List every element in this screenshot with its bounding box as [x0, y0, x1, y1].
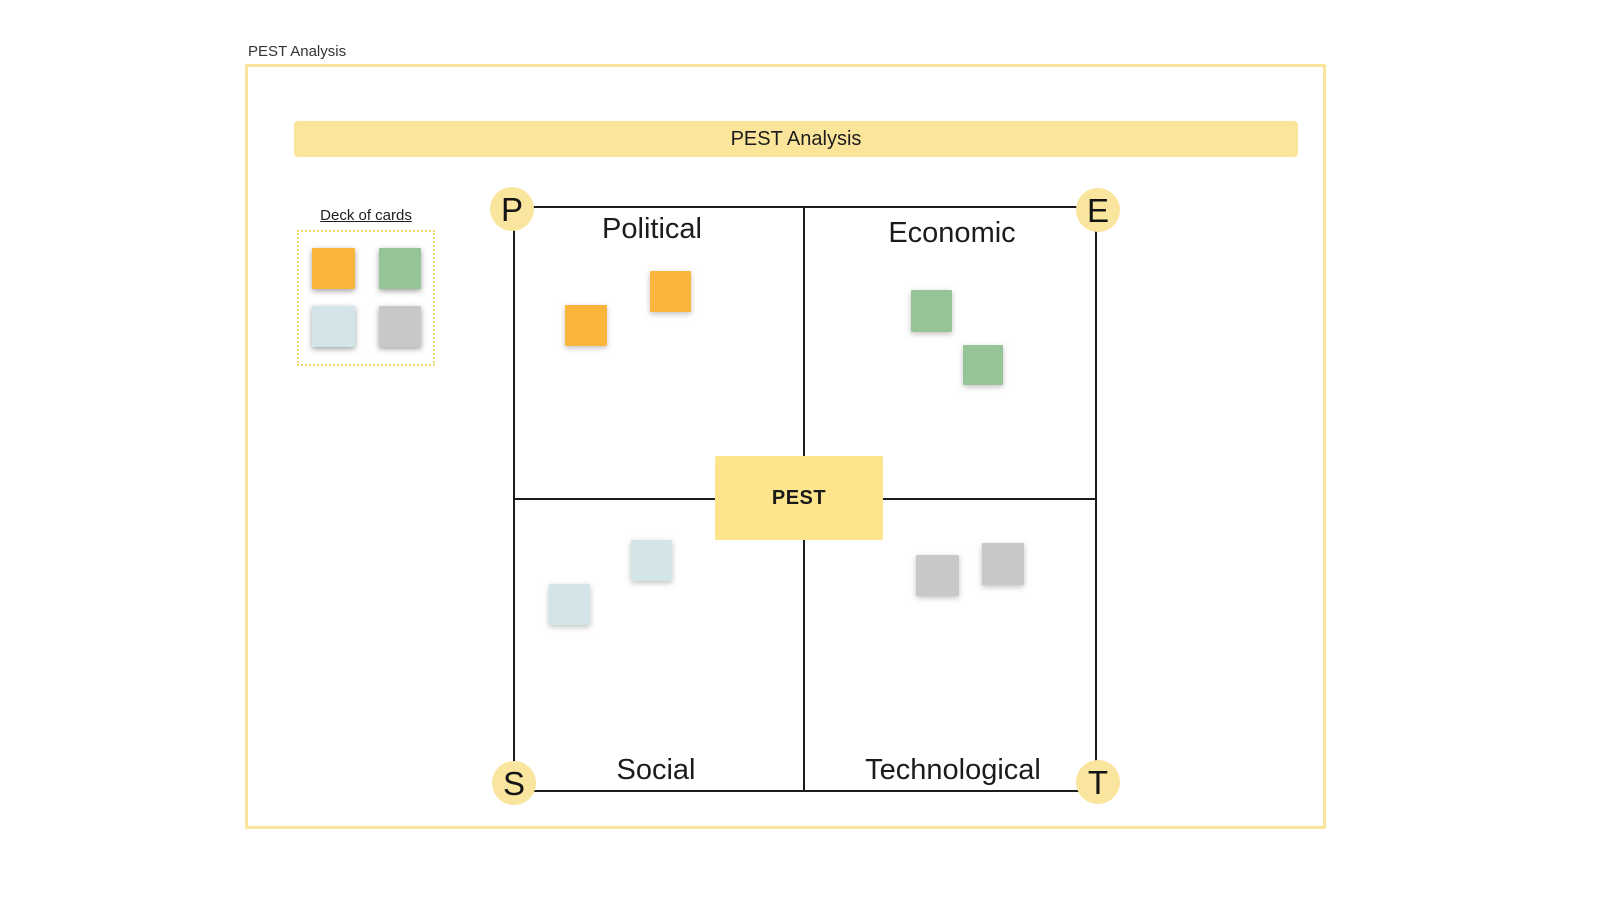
sticky-note-green-economic[interactable]: [911, 290, 952, 332]
sticky-note-orange-political[interactable]: [565, 305, 607, 346]
whiteboard-canvas: PEST Analysis Deck of cards Political Ec…: [245, 64, 1326, 829]
corner-badge-s: S: [492, 761, 536, 805]
corner-badge-e: E: [1076, 188, 1120, 232]
pest-center-box: PEST: [715, 456, 883, 540]
sticky-note-gray-technological[interactable]: [982, 543, 1024, 585]
sticky-note-green-economic[interactable]: [963, 345, 1003, 385]
deck-card-gray[interactable]: [379, 306, 421, 347]
deck-card-blue[interactable]: [312, 306, 355, 347]
sticky-note-blue-social[interactable]: [631, 540, 672, 581]
quadrant-label-economic: Economic: [888, 217, 1016, 249]
sticky-note-orange-political[interactable]: [650, 271, 691, 312]
corner-badge-t: T: [1076, 760, 1120, 804]
deck-card-green[interactable]: [379, 248, 421, 289]
sticky-note-gray-technological[interactable]: [916, 555, 959, 596]
quadrant-label-social: Social: [616, 754, 696, 786]
deck-card-orange[interactable]: [312, 248, 355, 289]
corner-badge-p: P: [490, 187, 534, 231]
quadrant-label-political: Political: [602, 213, 702, 245]
deck-of-cards: [297, 230, 435, 366]
deck-of-cards-label: Deck of cards: [320, 207, 412, 224]
banner-title: PEST Analysis: [294, 121, 1298, 157]
quadrant-label-technological: Technological: [865, 754, 1041, 786]
frame-title: PEST Analysis: [248, 43, 347, 60]
sticky-note-blue-social[interactable]: [549, 584, 590, 625]
